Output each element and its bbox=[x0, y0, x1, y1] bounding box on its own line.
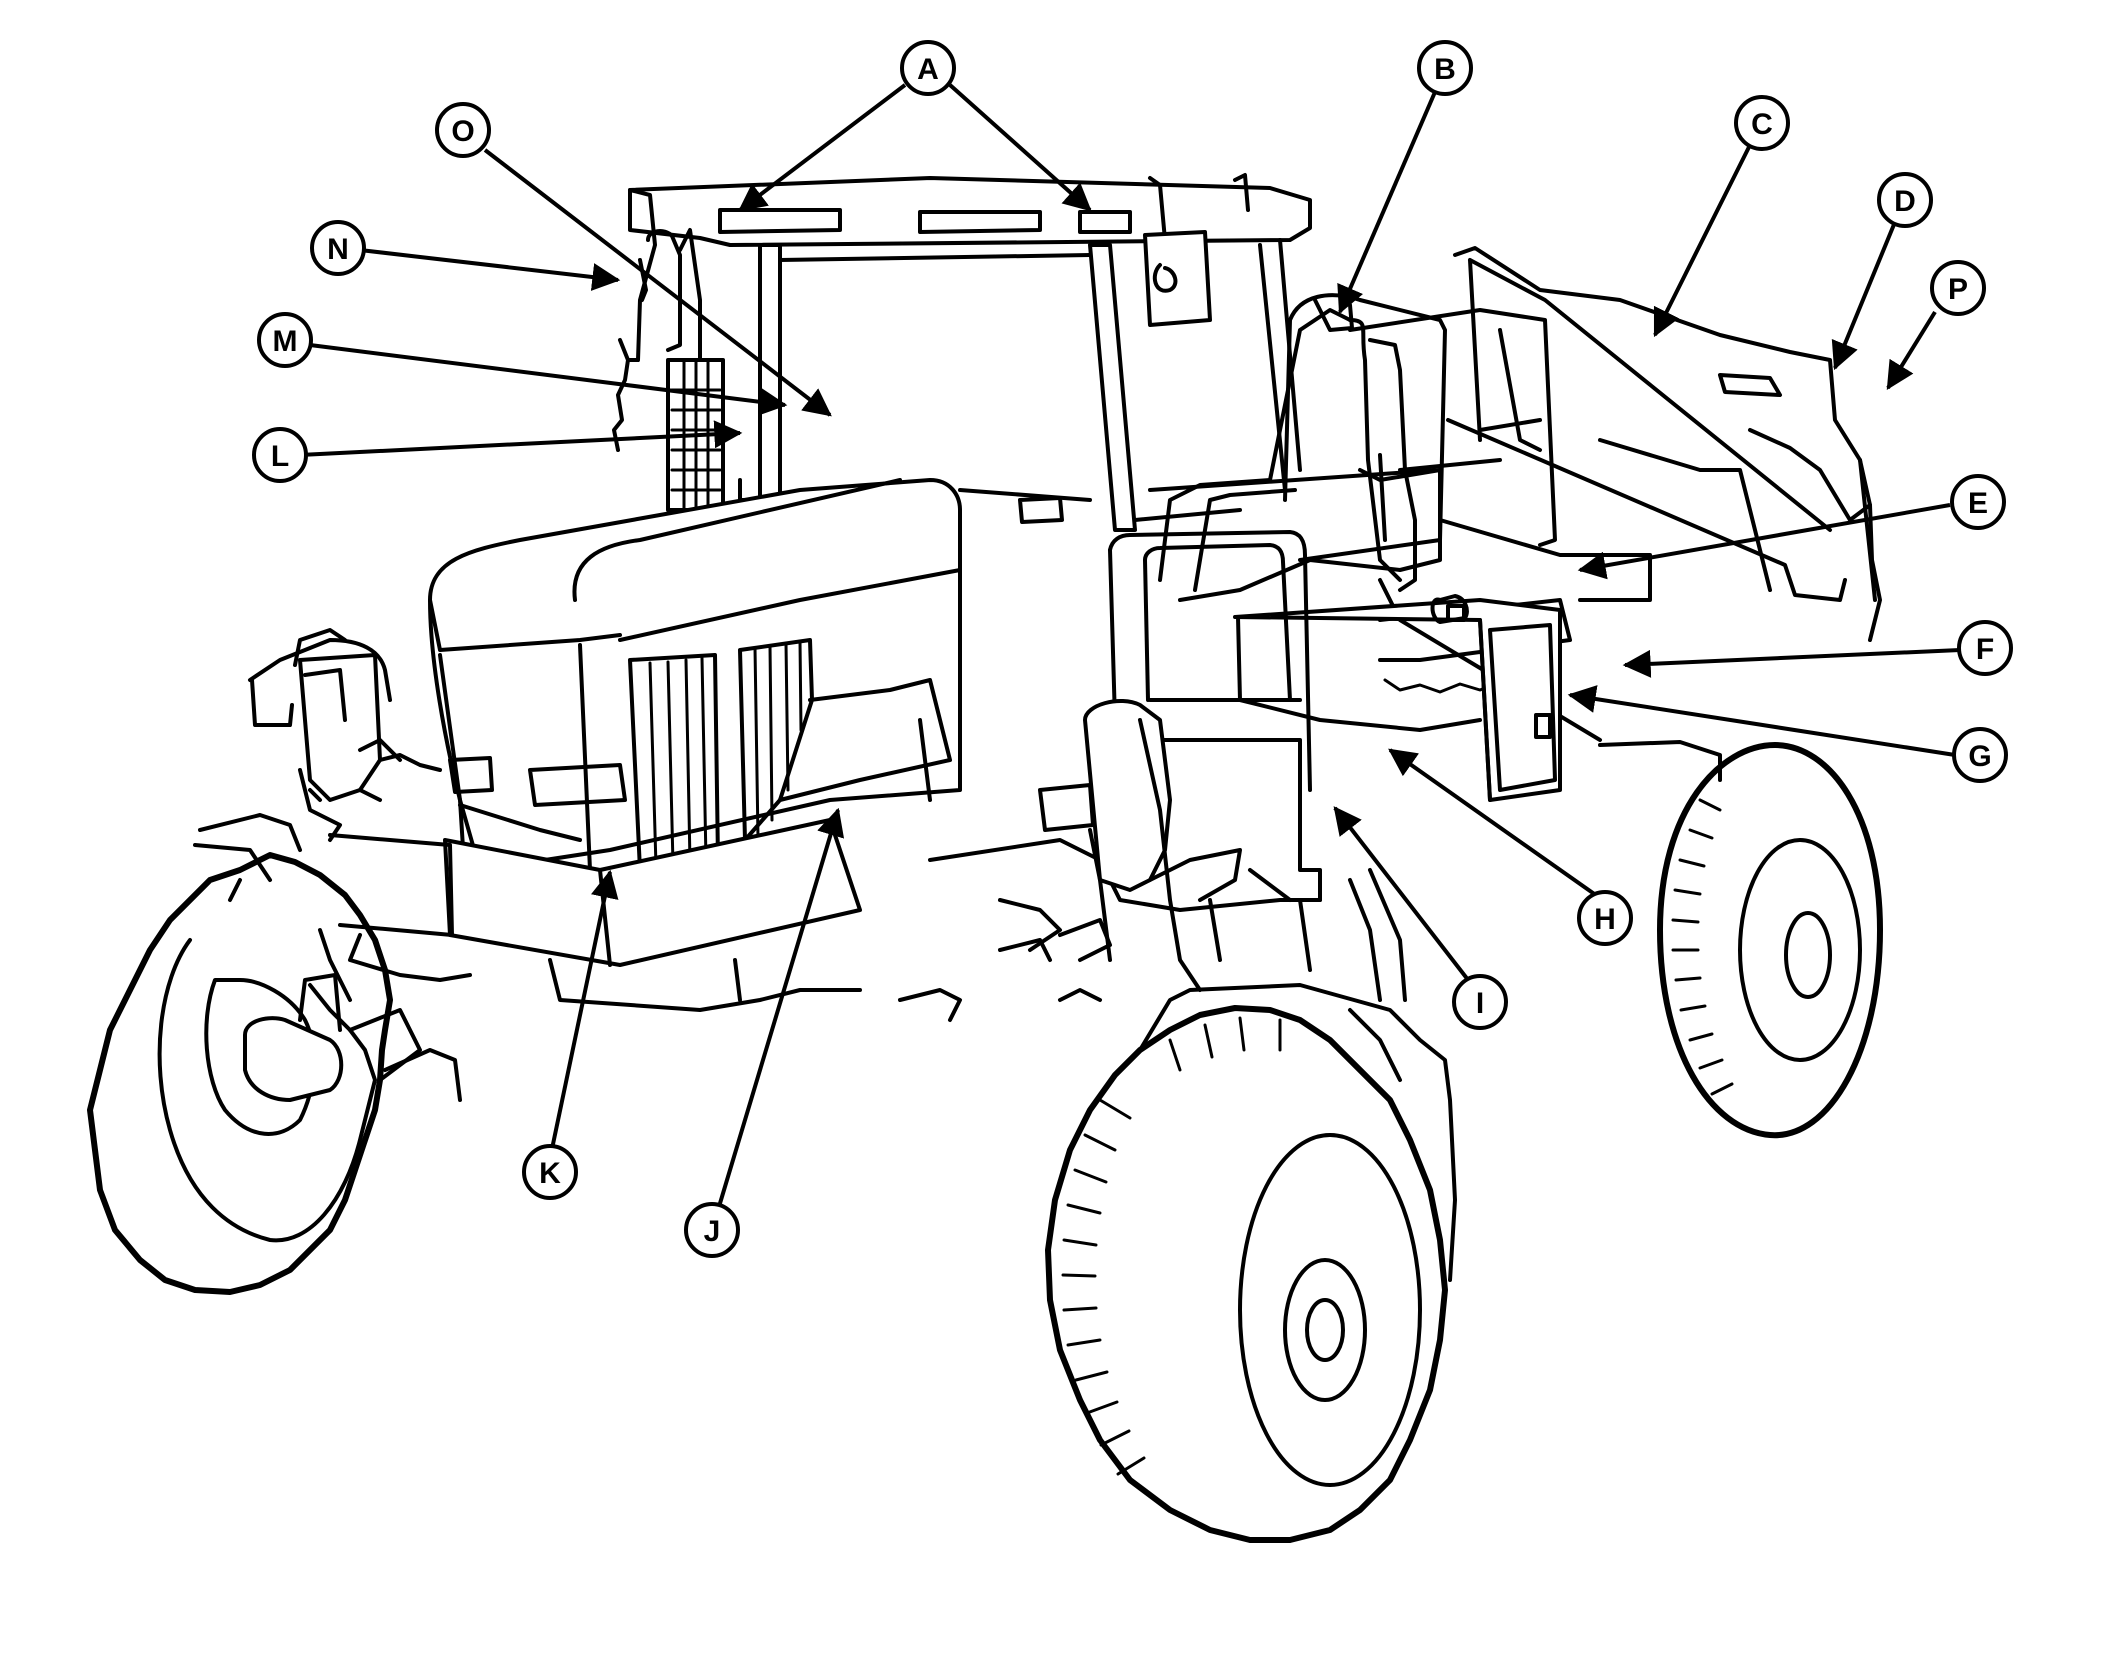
front-left-wheel bbox=[87, 852, 462, 1295]
svg-text:A: A bbox=[917, 53, 939, 86]
callout-labels: A B C D P E F G bbox=[252, 40, 2013, 1258]
callout-M: M bbox=[257, 312, 313, 368]
svg-text:L: L bbox=[271, 440, 289, 473]
svg-text:P: P bbox=[1948, 273, 1968, 306]
callout-F: F bbox=[1957, 620, 2013, 676]
leader-H bbox=[1388, 748, 1602, 900]
leader-B bbox=[1337, 91, 1437, 315]
callout-G: G bbox=[1952, 727, 2008, 783]
svg-text:F: F bbox=[1976, 633, 1994, 666]
leader-E bbox=[1577, 503, 1951, 580]
svg-text:O: O bbox=[451, 115, 474, 148]
callout-P: P bbox=[1930, 260, 1986, 316]
leader-C bbox=[1653, 144, 1752, 338]
leader-D bbox=[1831, 221, 1897, 371]
leader-A-left bbox=[738, 83, 907, 212]
leader-lines bbox=[299, 83, 1961, 1211]
callout-N: N bbox=[310, 220, 366, 276]
cab-roof bbox=[628, 173, 1312, 247]
rear-right-wheel bbox=[1598, 740, 1883, 1139]
callout-O: O bbox=[435, 102, 491, 158]
svg-text:C: C bbox=[1751, 108, 1773, 141]
cab-body bbox=[678, 228, 1302, 532]
front-left-strut bbox=[193, 628, 442, 882]
leader-G bbox=[1567, 685, 1956, 757]
engine-hood bbox=[428, 478, 962, 882]
svg-text:B: B bbox=[1434, 53, 1456, 86]
front-right-wheel bbox=[1045, 983, 1457, 1543]
leader-K bbox=[546, 869, 619, 1169]
svg-text:I: I bbox=[1476, 987, 1484, 1020]
callout-L: L bbox=[252, 427, 308, 483]
svg-text:H: H bbox=[1594, 903, 1616, 936]
svg-text:D: D bbox=[1894, 185, 1916, 218]
toolbox bbox=[1233, 594, 1562, 802]
callout-D: D bbox=[1877, 172, 1933, 228]
svg-text:E: E bbox=[1968, 487, 1988, 520]
leader-L bbox=[299, 420, 743, 457]
front-frame bbox=[328, 818, 1322, 1012]
callout-C: C bbox=[1734, 95, 1790, 151]
leader-O bbox=[483, 148, 832, 417]
svg-text:N: N bbox=[327, 233, 349, 266]
callout-K: K bbox=[522, 1144, 578, 1200]
callout-J: J bbox=[684, 1202, 740, 1258]
leader-N bbox=[359, 248, 621, 291]
steps-handrail bbox=[1108, 308, 1557, 902]
leader-I bbox=[1333, 806, 1474, 987]
leader-J bbox=[716, 807, 845, 1211]
callout-B: B bbox=[1417, 40, 1473, 96]
svg-text:K: K bbox=[539, 1157, 561, 1190]
svg-text:M: M bbox=[273, 325, 298, 358]
boom-cradle bbox=[1446, 246, 1882, 642]
leader-P bbox=[1886, 310, 1937, 390]
leader-M bbox=[309, 343, 788, 416]
leader-A-right bbox=[948, 83, 1092, 212]
callout-E: E bbox=[1950, 474, 2006, 530]
callout-I: I bbox=[1452, 974, 1508, 1030]
callout-A: A bbox=[900, 40, 956, 96]
svg-text:J: J bbox=[704, 1215, 721, 1248]
sprayer-illustration bbox=[87, 173, 1883, 1543]
callout-H: H bbox=[1577, 890, 1633, 946]
svg-text:G: G bbox=[1968, 740, 1991, 773]
front-right-strut bbox=[898, 699, 1407, 1022]
leader-F bbox=[1622, 648, 1961, 678]
